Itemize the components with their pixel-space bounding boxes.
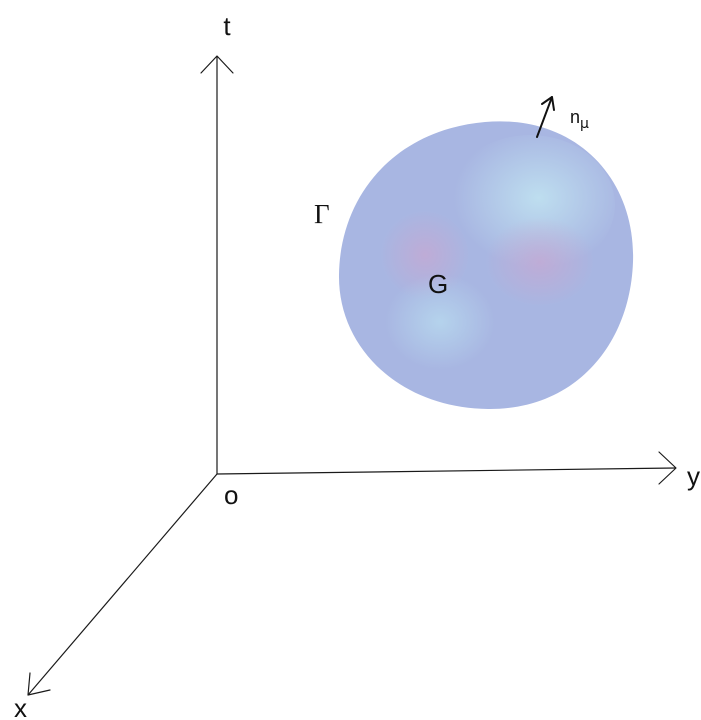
normal-label-base: n: [570, 107, 580, 127]
t-axis-arrow-icon: [200, 55, 234, 74]
origin-label: o: [224, 480, 238, 510]
y-axis-arrow-icon: [658, 451, 677, 485]
t-axis-label: t: [223, 11, 231, 41]
y-axis: [216, 451, 677, 485]
region-shading: [380, 135, 615, 370]
normal-label: nμ: [570, 107, 589, 132]
x-axis-arrow-icon: [27, 672, 51, 696]
region-interior-label: G: [428, 269, 448, 299]
x-axis: [27, 473, 218, 696]
y-axis-label: y: [687, 461, 700, 491]
t-axis: [200, 55, 234, 474]
boundary-label: Γ: [314, 199, 330, 229]
normal-arrow-icon: [541, 96, 555, 111]
x-axis-label: x: [14, 693, 27, 720]
normal-label-subscript: μ: [580, 116, 589, 132]
region-g: [338, 121, 634, 410]
normal-vector: [536, 96, 555, 138]
